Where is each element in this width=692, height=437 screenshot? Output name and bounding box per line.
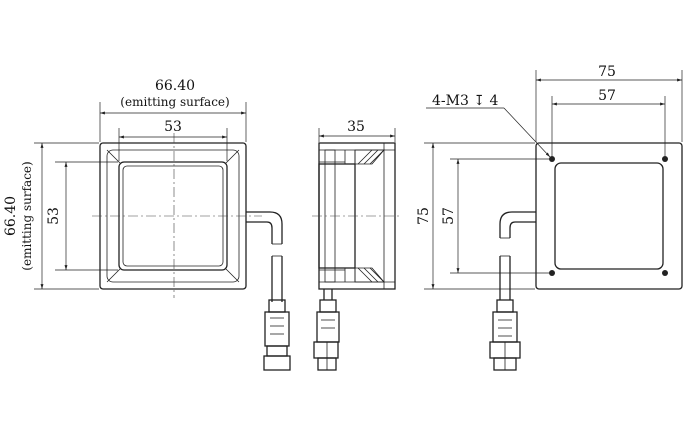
hole-callout-depth: 4	[490, 93, 499, 109]
dim-front-width-emitting: 66.40	[155, 78, 195, 94]
back-view: 75 57 75 57 4-M3 ↧ 4	[416, 64, 683, 371]
dim-side-depth: 35	[347, 119, 365, 135]
front-view: 66.40 (emitting surface) 53 66.40 (emitt…	[3, 78, 291, 371]
mounting-hole-tr	[662, 156, 668, 162]
mounting-hole-br	[662, 270, 668, 276]
front-connector	[263, 299, 291, 371]
side-view: 35	[312, 119, 402, 371]
dim-back-outer-width: 75	[598, 64, 616, 80]
dim-front-height-inner: 53	[46, 207, 62, 225]
hole-depth-icon: ↧	[473, 93, 485, 109]
dim-front-height-emitting: 66.40	[3, 196, 19, 236]
dim-back-hole-pitch-x: 57	[598, 88, 616, 104]
hole-callout-label: 4-M3 ↧ 4	[432, 93, 499, 109]
mounting-hole-bl	[549, 270, 555, 276]
dim-front-width-note: (emitting surface)	[120, 95, 229, 109]
dim-front-height-note: (emitting surface)	[20, 161, 34, 270]
front-cable	[246, 211, 283, 244]
back-outer-frame	[535, 142, 683, 290]
dim-back-hole-pitch-y: 57	[441, 207, 457, 225]
mounting-hole-tl	[549, 156, 555, 162]
hole-callout-prefix: 4-M3	[432, 93, 469, 109]
back-inner-panel	[554, 162, 664, 270]
hole-callout-leader	[503, 107, 551, 158]
dim-back-outer-height: 75	[416, 207, 432, 225]
back-connector	[489, 299, 521, 371]
side-connector	[313, 299, 340, 371]
back-cable	[499, 211, 536, 238]
dim-front-width-inner: 53	[164, 119, 182, 135]
